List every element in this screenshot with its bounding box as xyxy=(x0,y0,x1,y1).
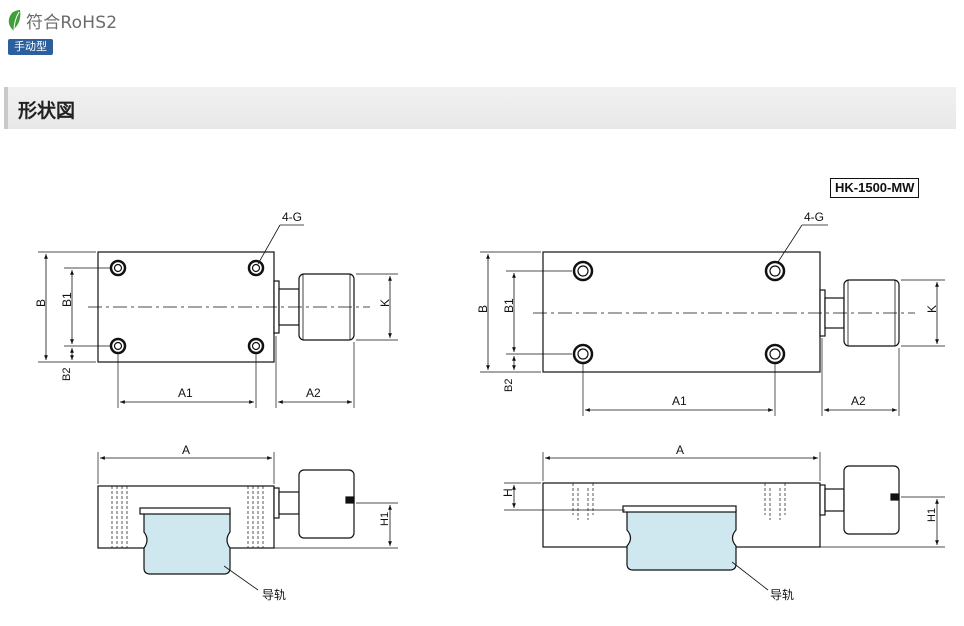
mount-hole xyxy=(109,259,127,277)
model-label: HK-1500-MW xyxy=(830,178,920,198)
label-4g-right: 4-G xyxy=(804,210,824,224)
label-b2-right: B2 xyxy=(503,379,515,392)
mount-hole xyxy=(764,343,786,365)
label-a-right: A xyxy=(676,443,684,457)
label-h1: H1 xyxy=(379,512,391,526)
shape-drawing: 4-G B B1 B2 K A1 A2 A H1 导轨 xyxy=(34,210,945,602)
mount-hole xyxy=(109,337,127,355)
left-side-view xyxy=(97,452,398,591)
section-title: 形状図 xyxy=(18,100,76,122)
label-rail-right: 导轨 xyxy=(770,588,794,602)
label-h1-right: H1 xyxy=(926,508,938,522)
label-b1-right: B1 xyxy=(502,298,516,313)
label-a1-right: A1 xyxy=(672,394,687,408)
leaf-icon xyxy=(8,9,21,31)
label-b1: B1 xyxy=(60,292,74,307)
label-a: A xyxy=(182,443,190,457)
mount-hole xyxy=(572,343,594,365)
type-tag: 手动型 xyxy=(8,39,53,55)
label-a1: A1 xyxy=(178,386,193,400)
label-rail: 导轨 xyxy=(262,588,286,602)
mount-hole xyxy=(572,260,594,282)
mount-hole xyxy=(247,259,265,277)
label-4g: 4-G xyxy=(282,210,302,224)
label-a2-right: A2 xyxy=(851,394,866,408)
label-b: B xyxy=(34,299,48,307)
section-header: 形状図 xyxy=(4,87,956,129)
label-b2: B2 xyxy=(61,368,73,381)
left-top-view xyxy=(38,224,398,408)
guide-rail xyxy=(143,511,231,575)
label-h-right: H xyxy=(501,488,515,497)
rohs-badge: 符合RoHS2 xyxy=(6,8,117,33)
label-k-right: K xyxy=(925,305,939,313)
label-k: K xyxy=(378,299,392,307)
mount-hole xyxy=(764,260,786,282)
right-side-view xyxy=(504,452,945,591)
guide-rail-right xyxy=(626,509,737,571)
label-b-right: B xyxy=(476,305,490,313)
right-top-view xyxy=(480,224,945,416)
rohs-label: 符合RoHS2 xyxy=(26,13,118,33)
mount-hole xyxy=(247,337,265,355)
label-a2: A2 xyxy=(306,386,321,400)
